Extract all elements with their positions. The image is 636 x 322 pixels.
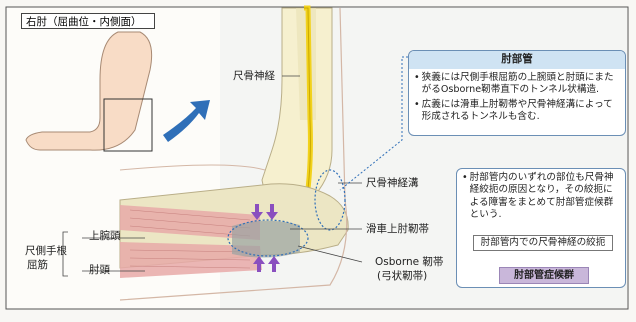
- label-ulnar-groove: 尺骨神経溝: [366, 177, 419, 189]
- compression-label: 肘部管内での尺骨神経の絞扼: [473, 235, 613, 251]
- label-trochlear-ligament: 滑車上肘靭帯: [366, 223, 429, 235]
- label-arcuate-ligament: (弓状靭帯): [377, 270, 427, 282]
- label-humeral-head: 上腕頭: [89, 230, 121, 242]
- syndrome-result: 肘部管症候群: [499, 267, 589, 284]
- figure-title: 右肘（屈曲位・内側面）: [21, 13, 155, 29]
- label-fcu-line1: 尺側手根: [25, 245, 67, 257]
- syndrome-box: •肘部管内のいずれの部位も尺骨神経絞扼の原因となり，その絞扼による障害をまとめて…: [456, 168, 626, 288]
- label-ulnar-nerve: 尺骨神経: [233, 70, 275, 82]
- label-osborne-ligament: Osborne 靭帯: [375, 256, 443, 268]
- label-ulnar-head: 肘頭: [89, 264, 110, 276]
- info-bullet-1: 狭義には尺側手根屈筋の上腕頭と肘頭にまたがるOsborne靭帯直下のトンネル状構…: [422, 72, 620, 97]
- info-box-title: 肘部管: [409, 51, 625, 69]
- syndrome-bullet: 肘部管内のいずれの部位も尺骨神経絞扼の原因となり，その絞扼による障害をまとめて肘…: [470, 172, 620, 222]
- info-bullet-2: 広義には滑車上肘靭帯や尺骨神経溝によって形成されるトンネルも含む.: [422, 99, 620, 124]
- label-fcu-line2: 屈筋: [27, 259, 48, 271]
- info-box: 肘部管 •狭義には尺側手根屈筋の上腕頭と肘頭にまたがるOsborne靭帯直下のト…: [408, 50, 626, 136]
